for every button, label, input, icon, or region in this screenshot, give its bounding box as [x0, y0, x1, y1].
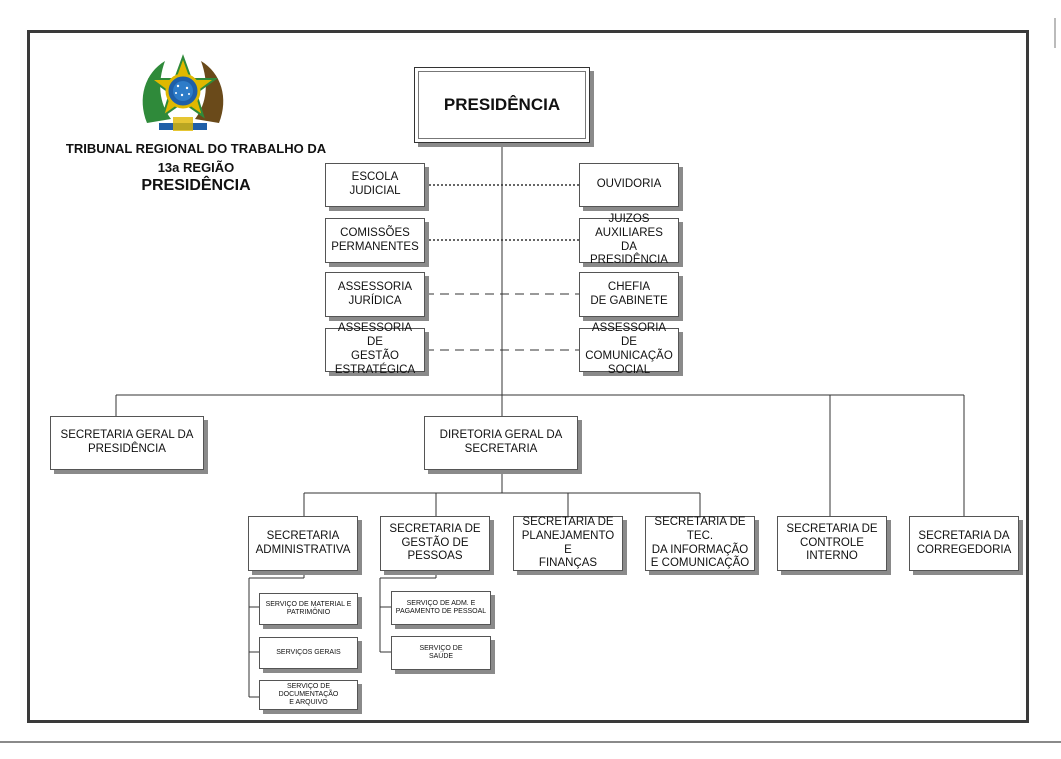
node-servico-documentacao: SERVIÇO DE DOCUMENTAÇÃO E ARQUIVO	[259, 680, 358, 710]
node-presidencia: PRESIDÊNCIA	[414, 67, 590, 143]
node-servico-material: SERVIÇO DE MATERIAL E PATRIMÔNIO	[259, 593, 358, 625]
node-ouvidoria: OUVIDORIA	[579, 163, 679, 207]
institution-name-line1: TRIBUNAL REGIONAL DO TRABALHO DA	[65, 141, 327, 156]
node-sec-gestao-pessoas: SECRETARIA DE GESTÃO DE PESSOAS	[380, 516, 490, 571]
node-assessoria-gestao-estrategica: ASSESSORIA DE GESTÃO ESTRATÉGICA	[325, 322, 425, 376]
page-bottom-rule	[0, 741, 1061, 743]
node-juizos-auxiliares: JUIZOS AUXILIARES DA PRESIDÊNCIA	[579, 213, 679, 266]
node-sec-planejamento: SECRETARIA DE PLANEJAMENTO E FINANÇAS	[513, 516, 623, 571]
node-servico-adm-pessoal: SERVIÇO DE ADM. E PAGAMENTO DE PESSOAL	[391, 591, 491, 625]
node-sec-corregedoria: SECRETARIA DA CORREGEDORIA	[909, 516, 1019, 571]
node-comissoes-permanentes: COMISSÕES PERMANENTES	[325, 218, 425, 263]
institution-name-line2: 13a REGIÃO	[157, 160, 235, 175]
brazil-coat-of-arms-icon	[142, 54, 224, 131]
chart-frame	[27, 30, 1029, 723]
page-edge-tick	[1054, 18, 1056, 48]
node-servicos-gerais: SERVIÇOS GERAIS	[259, 637, 358, 669]
node-assessoria-juridica: ASSESSORIA JURÍDICA	[325, 272, 425, 317]
node-assessoria-comunicacao: ASSESSORIA DE COMUNICAÇÃO SOCIAL	[579, 322, 679, 376]
unit-title: PRESIDÊNCIA	[141, 177, 251, 194]
node-diretoria-geral: DIRETORIA GERAL DA SECRETARIA	[424, 416, 578, 470]
node-chefia-gabinete: CHEFIA DE GABINETE	[579, 272, 679, 317]
node-servico-saude: SERVIÇO DE SAÚDE	[391, 636, 491, 670]
node-sec-controle-interno: SECRETARIA DE CONTROLE INTERNO	[777, 516, 887, 571]
node-sec-administrativa: SECRETARIA ADMINISTRATIVA	[248, 516, 358, 571]
node-escola-judicial: ESCOLA JUDICIAL	[325, 163, 425, 207]
node-sec-tecnologia: SECRETARIA DE TEC. DA INFORMAÇÃO E COMUN…	[645, 516, 755, 571]
node-secretaria-geral: SECRETARIA GERAL DA PRESIDÊNCIA	[50, 416, 204, 470]
